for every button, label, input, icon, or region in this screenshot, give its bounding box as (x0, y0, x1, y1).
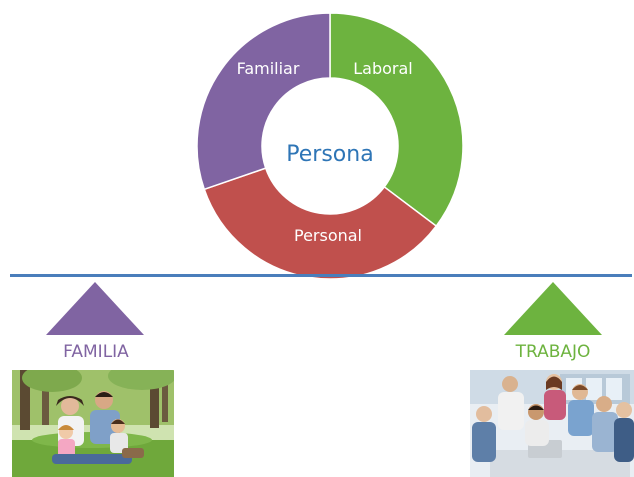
trabajo-triangle-marker (504, 282, 602, 335)
family-photo (12, 370, 174, 477)
segment-personal (203, 167, 438, 280)
familia-label: FAMILIA (63, 342, 129, 362)
office-team-photo (470, 370, 634, 477)
segment-label-personal: Personal (294, 226, 362, 245)
segment-label-laboral: Laboral (353, 59, 413, 78)
center-label-persona: Persona (286, 142, 373, 167)
trabajo-label: TRABAJO (515, 342, 591, 362)
segment-label-familiar: Familiar (237, 59, 300, 78)
horizontal-divider-line (10, 274, 632, 277)
segment-familiar (196, 12, 331, 191)
familia-triangle-marker (46, 282, 144, 335)
segment-laboral (329, 12, 464, 228)
